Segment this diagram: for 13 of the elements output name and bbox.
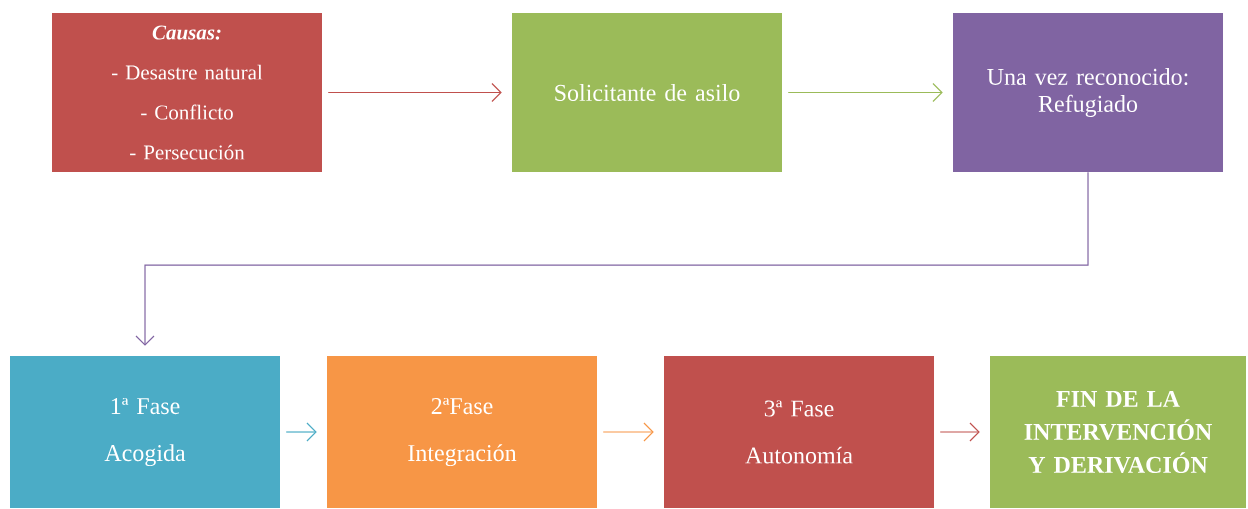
end-box: FIN DE LA INTERVENCIÓN Y DERIVACIÓN [990,356,1246,508]
arrow [939,422,980,442]
arrow [285,422,317,442]
stage-box: Solicitante de asilo [512,13,782,172]
stage-box: Una vez reconocido: Refugiado [953,13,1223,172]
stage-box: 1ª Fase Acogida [10,356,280,508]
cause-box: Causas: - Desastre natural - Conflicto - Persecución [52,13,322,172]
stage-box: 3ª Fase Autonomía [664,356,934,508]
arrow [135,171,1089,346]
arrow [602,422,654,442]
arrow [327,82,502,103]
stage-box: 2ªFase Integración [327,356,597,508]
arrow [787,82,943,103]
